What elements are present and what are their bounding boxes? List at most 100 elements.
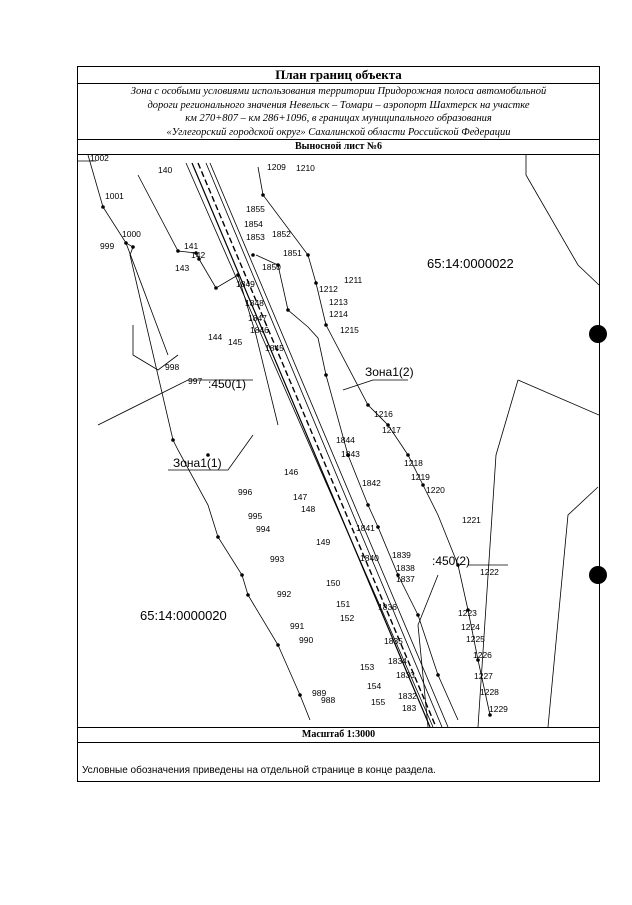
zone-label: Зона1(1) (173, 456, 222, 470)
svg-text:183: 183 (402, 703, 416, 713)
svg-text:1216: 1216 (374, 409, 393, 419)
leader-line (342, 379, 408, 391)
svg-text:1209: 1209 (267, 162, 286, 172)
svg-text:1851: 1851 (283, 248, 302, 258)
scale-label: Масштаб 1:3000 (78, 727, 599, 743)
road-line (191, 162, 431, 727)
binder-hole-icon (589, 566, 607, 584)
svg-text:1218: 1218 (404, 458, 423, 468)
svg-text:145: 145 (228, 337, 242, 347)
svg-text:1214: 1214 (329, 309, 348, 319)
zone-boundary-west-2 (125, 242, 169, 356)
zone-boundary-east-2 (257, 166, 491, 716)
svg-text:1224: 1224 (461, 622, 480, 632)
svg-text:151: 151 (336, 599, 350, 609)
plan-subtitle: Зона с особыми условиями использования т… (78, 84, 599, 140)
svg-text:1215: 1215 (340, 325, 359, 335)
svg-text:1849: 1849 (236, 279, 255, 289)
svg-text:988: 988 (321, 695, 335, 705)
svg-text:995: 995 (248, 511, 262, 521)
subtitle-line: «Углегорский городской округ» Сахалинско… (166, 126, 511, 138)
svg-text:1221: 1221 (462, 515, 481, 525)
leader-line (168, 434, 254, 471)
zone-boundary-west-inner (137, 174, 279, 426)
svg-text:1212: 1212 (319, 284, 338, 294)
zone-boundary-west (87, 155, 311, 721)
svg-text:1845: 1845 (265, 343, 284, 353)
svg-text:998: 998 (165, 362, 179, 372)
parcel-line (517, 379, 599, 416)
svg-text:1229: 1229 (489, 704, 508, 714)
svg-text:996: 996 (238, 487, 252, 497)
svg-text:1844: 1844 (336, 435, 355, 445)
svg-text:994: 994 (256, 524, 270, 534)
sheet-number: Выносной лист №6 (78, 140, 599, 155)
svg-text:1834: 1834 (388, 656, 407, 666)
svg-text:143: 143 (175, 263, 189, 273)
parcel-line (477, 379, 519, 727)
svg-text:155: 155 (371, 697, 385, 707)
svg-text:1839: 1839 (392, 550, 411, 560)
svg-text:1220: 1220 (426, 485, 445, 495)
svg-text:1226: 1226 (473, 650, 492, 660)
svg-text:149: 149 (316, 537, 330, 547)
svg-text:154: 154 (367, 681, 381, 691)
svg-text:1842: 1842 (362, 478, 381, 488)
svg-text:999: 999 (100, 241, 114, 251)
svg-text:1225: 1225 (466, 634, 485, 644)
svg-text:990: 990 (299, 635, 313, 645)
road-line (209, 162, 449, 727)
subtitle-line: дороги регионального значения Невельск –… (147, 99, 530, 111)
svg-text:1228: 1228 (480, 687, 499, 697)
sub-parcel-label: :450(1) (208, 377, 246, 391)
svg-text:1211: 1211 (344, 275, 363, 285)
road-line (205, 162, 443, 727)
svg-text:1854: 1854 (244, 219, 263, 229)
svg-text:1223: 1223 (458, 608, 477, 618)
svg-text:140: 140 (158, 165, 172, 175)
legend-note: Условные обозначения приведены на отдель… (82, 765, 436, 776)
svg-text:1841: 1841 (356, 523, 375, 533)
svg-text:141: 141 (184, 241, 198, 251)
svg-text:1852: 1852 (272, 229, 291, 239)
svg-text:1850: 1850 (262, 262, 281, 272)
svg-text:148: 148 (301, 504, 315, 514)
svg-text:1210: 1210 (296, 163, 315, 173)
svg-text:1848: 1848 (245, 298, 264, 308)
svg-text:1847: 1847 (248, 313, 267, 323)
svg-text:1837: 1837 (396, 574, 415, 584)
point-markers (101, 193, 492, 717)
plan-title: План границ объекта (78, 67, 599, 84)
svg-text:1217: 1217 (382, 425, 401, 435)
svg-text:144: 144 (208, 332, 222, 342)
parcel-line (547, 486, 599, 727)
parcel-line (417, 574, 439, 727)
svg-text:1833: 1833 (396, 670, 415, 680)
binder-hole-icon (589, 325, 607, 343)
plan-frame: План границ объекта Зона с особыми услов… (77, 66, 600, 782)
subtitle-line: Зона с особыми условиями использования т… (130, 86, 547, 97)
svg-text:989: 989 (312, 688, 326, 698)
svg-text:1835: 1835 (384, 636, 403, 646)
svg-text:1843: 1843 (341, 449, 360, 459)
leader-line (132, 325, 179, 371)
parcel-label: 65:14:0000020 (140, 608, 227, 623)
parcel-line (525, 155, 599, 286)
svg-text:1838: 1838 (396, 563, 415, 573)
parcel-line (97, 379, 253, 426)
svg-text:142: 142 (191, 250, 205, 260)
svg-text:1846: 1846 (250, 325, 269, 335)
svg-text:1853: 1853 (246, 232, 265, 242)
svg-text:1001: 1001 (105, 191, 124, 201)
road-line (197, 162, 437, 727)
svg-text:147: 147 (293, 492, 307, 502)
svg-text:1836: 1836 (378, 602, 397, 612)
svg-text:1855: 1855 (246, 204, 265, 214)
svg-text:997: 997 (188, 376, 202, 386)
svg-text:1227: 1227 (474, 671, 493, 681)
svg-text:153: 153 (360, 662, 374, 672)
road-line (185, 162, 434, 727)
svg-text:1832: 1832 (398, 691, 417, 701)
svg-text:150: 150 (326, 578, 340, 588)
